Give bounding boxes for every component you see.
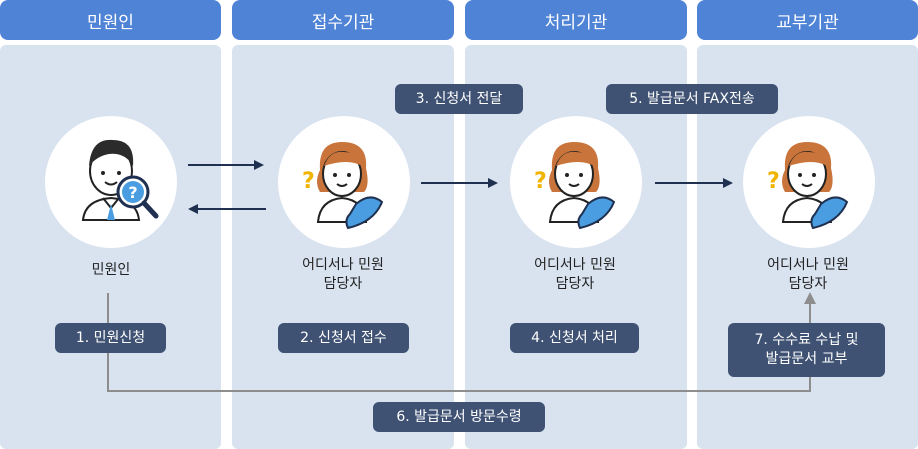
step-label: 7. 수수료 수납 및 <box>754 332 859 348</box>
column-title: 교부기관 <box>776 12 839 33</box>
step-label: 5. 발급문서 FAX전송 <box>629 90 755 107</box>
column-header-issuing: 교부기관 <box>697 0 918 40</box>
applicant-caption: 민원인 <box>31 261 191 280</box>
column-header-applicant: 민원인 <box>0 0 221 40</box>
officer-phone-icon: ? <box>534 142 616 230</box>
issuing-officer-avatar: ? <box>743 116 875 248</box>
column-title: 접수기관 <box>311 12 375 33</box>
step-1-badge: 1. 민원신청 <box>55 323 166 353</box>
caption-line: 어디서나 민원 <box>767 257 849 273</box>
step-2-badge: 2. 신청서 접수 <box>278 323 409 353</box>
step-7-badge: 7. 수수료 수납 및 발급문서 교부 <box>728 323 885 377</box>
reception-officer-avatar: ? <box>278 116 410 248</box>
caption-line: 담당자 <box>555 276 595 292</box>
svg-text:?: ? <box>767 169 780 194</box>
svg-text:?: ? <box>128 183 137 202</box>
caption-line: 어디서나 민원 <box>302 257 384 273</box>
processing-caption: 어디서나 민원 담당자 <box>495 256 655 294</box>
officer-phone-icon: ? <box>767 142 849 230</box>
step-5-badge: 5. 발급문서 FAX전송 <box>606 84 778 114</box>
processing-officer-avatar: ? <box>510 116 642 248</box>
caption-text: 민원인 <box>91 262 131 278</box>
step-label: 4. 신청서 처리 <box>531 329 618 346</box>
return-path-line <box>107 292 816 392</box>
step-label: 1. 민원신청 <box>75 329 146 346</box>
step-label: 발급문서 교부 <box>765 351 848 367</box>
caption-line: 어디서나 민원 <box>534 257 616 273</box>
applicant-search-icon: ? <box>81 139 159 221</box>
step-6-badge: 6. 발급문서 방문수령 <box>373 402 545 432</box>
step-4-badge: 4. 신청서 처리 <box>510 323 639 353</box>
issuing-caption: 어디서나 민원 담당자 <box>728 256 888 294</box>
step-label: 3. 신청서 전달 <box>415 90 503 107</box>
svg-text:?: ? <box>302 169 315 194</box>
step-label: 2. 신청서 접수 <box>300 329 387 346</box>
step-label: 6. 발급문서 방문수령 <box>396 408 522 425</box>
officer-phone-icon: ? <box>302 142 384 230</box>
svg-text:?: ? <box>534 169 547 194</box>
column-header-processing: 처리기관 <box>465 0 687 40</box>
column-header-reception: 접수기관 <box>232 0 454 40</box>
caption-line: 담당자 <box>788 276 828 292</box>
reception-caption: 어디서나 민원 담당자 <box>263 256 423 294</box>
column-title: 처리기관 <box>544 12 608 33</box>
caption-line: 담당자 <box>323 276 363 292</box>
step-3-badge: 3. 신청서 전달 <box>395 84 523 114</box>
applicant-avatar: ? <box>45 116 177 248</box>
column-title: 민원인 <box>87 12 134 33</box>
